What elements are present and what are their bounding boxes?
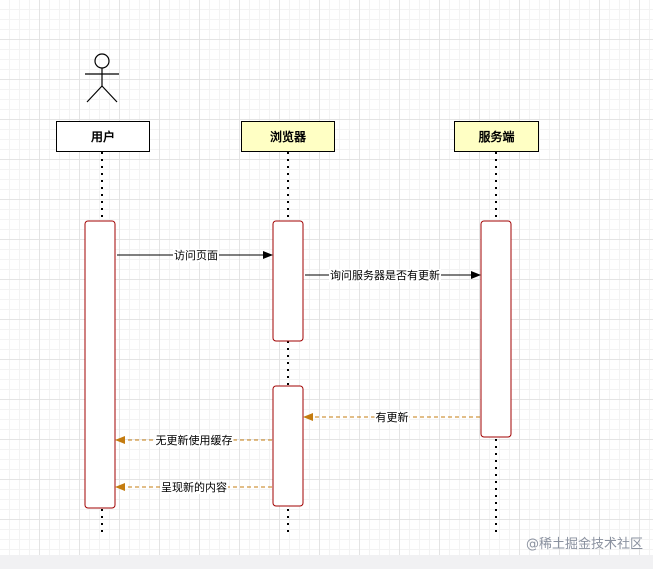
message-label-2: 询问服务器是否有更新 [329,269,441,282]
activation-user [84,220,116,509]
watermark: @稀土掘金技术社区 [525,537,643,552]
bottom-bar [0,555,653,569]
participant-server: 服务端 [454,121,539,152]
message-label-4: 无更新使用缓存 [154,434,234,447]
participant-user: 用户 [56,121,150,152]
message-label-3: 有更新 [374,411,410,424]
activation-browser-2 [272,385,304,507]
participant-browser: 浏览器 [241,121,335,152]
message-label-1: 访问页面 [173,249,219,262]
activation-server [480,220,512,438]
actor-icon [85,53,119,103]
message-label-5: 呈现新的内容 [160,481,228,494]
activation-browser-1 [272,220,304,342]
